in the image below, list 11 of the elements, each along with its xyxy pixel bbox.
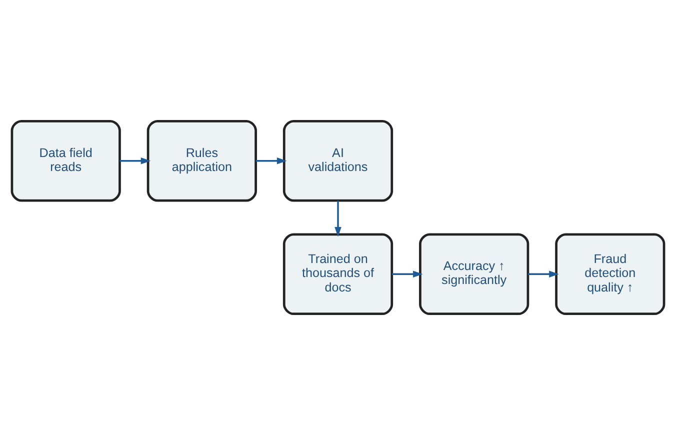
arrow — [528, 270, 559, 278]
node-box: AI validations — [282, 119, 394, 202]
node-box: Data field reads — [10, 119, 121, 202]
arrow — [256, 156, 287, 164]
node-box: Trained on thousands of docs — [282, 232, 394, 315]
arrow — [120, 156, 151, 164]
arrow — [392, 270, 423, 278]
node-box: Rules application — [146, 119, 257, 202]
arrow — [334, 200, 342, 236]
node-box: Fraud detection quality ↑ — [555, 232, 666, 315]
node-box: Accuracy ↑ significantly — [419, 232, 530, 315]
